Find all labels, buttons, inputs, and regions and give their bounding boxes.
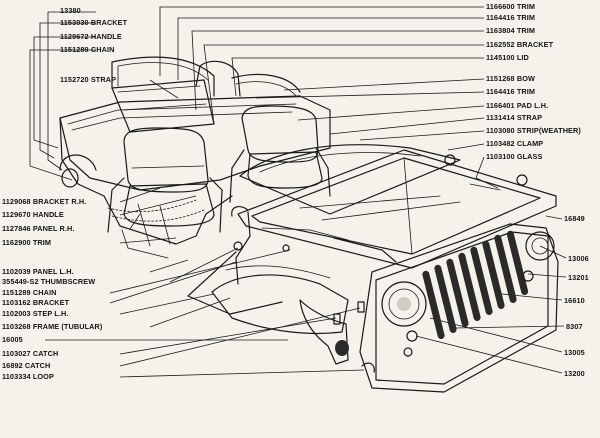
callout-1163804-trim: 1163804 TRIM bbox=[486, 26, 536, 35]
callout-1164416-trim-top: 1164416 TRIM bbox=[486, 13, 536, 22]
callout-13201: 13201 bbox=[568, 273, 589, 282]
callout-1103100-glass: 1103100 GLASS bbox=[486, 152, 543, 161]
callout-1103482-clamp: 1103482 CLAMP bbox=[486, 139, 544, 148]
callout-1131414-strap: 1131414 STRAP bbox=[486, 113, 543, 122]
callout-1102039-panel-lh: 1102039 PANEL L.H. bbox=[2, 267, 74, 276]
right-headlight bbox=[525, 231, 555, 261]
callout-1129672-handle: 1129672 HANDLE bbox=[60, 32, 122, 41]
callout-13380: 13380 bbox=[60, 6, 81, 15]
windshield-assembly bbox=[231, 149, 557, 269]
callout-1151289-chain-bottom: 1151289 CHAIN bbox=[2, 288, 57, 297]
callout-16892-catch: 16892 CATCH bbox=[2, 361, 51, 370]
callout-1127846-panel-rh: 1127846 PANEL R.H. bbox=[2, 224, 75, 233]
grille-slots bbox=[422, 230, 529, 339]
callout-1129670-handle: 1129670 HANDLE bbox=[2, 210, 64, 219]
rear-body-tub bbox=[59, 95, 331, 259]
callout-1162900-trim: 1162900 TRIM bbox=[2, 238, 52, 247]
left-headlight bbox=[381, 281, 427, 327]
callout-1129068-bracket-rh: 1129068 BRACKET R.H. bbox=[2, 197, 87, 206]
callout-1164416-trim-lower: 1164416 TRIM bbox=[486, 87, 536, 96]
callout-1103334-loop: 1103334 LOOP bbox=[2, 372, 54, 381]
callout-8307: 8307 bbox=[566, 322, 583, 331]
callout-1166401-pad-lh: 1166401 PAD L.H. bbox=[486, 101, 549, 110]
callout-1153030-bracket: 1153030 BRACKET bbox=[60, 18, 128, 27]
callout-1151289-chain-top: 1151289 CHAIN bbox=[60, 45, 115, 54]
callout-1103080-strip-weather: 1103080 STRIP(WEATHER) bbox=[486, 126, 581, 135]
right-front-seat bbox=[229, 105, 331, 203]
right-leader-lines bbox=[159, 6, 567, 374]
callout-13006: 13006 bbox=[568, 254, 589, 263]
callout-13200: 13200 bbox=[564, 369, 585, 378]
callout-1145100-lid: 1145100 LID bbox=[486, 53, 529, 62]
callout-16610: 16610 bbox=[564, 296, 585, 305]
callout-355449-thumbscrew: 355449-S2 THUMBSCREW bbox=[2, 277, 96, 286]
callout-16849: 16849 bbox=[564, 214, 585, 223]
callout-1162552-bracket: 1162552 BRACKET bbox=[486, 40, 554, 49]
callout-1152720-strap: 1152720 STRAP bbox=[60, 75, 117, 84]
left-front-seat bbox=[107, 127, 223, 233]
callout-16005: 16005 bbox=[2, 335, 23, 344]
hood bbox=[187, 144, 461, 315]
callout-1103027-catch: 1103027 CATCH bbox=[2, 349, 59, 358]
callout-1103268-frame-tubular: 1103268 FRAME (TUBULAR) bbox=[2, 322, 103, 331]
rear-seat-back bbox=[111, 79, 215, 133]
small-hardware bbox=[233, 241, 375, 373]
callout-1151268-bow: 1151268 BOW bbox=[486, 74, 535, 83]
callout-1102003-step-lh: 1102003 STEP L.H. bbox=[2, 309, 69, 318]
callout-1166600-trim: 1166600 TRIM bbox=[486, 2, 536, 11]
top-bows bbox=[111, 56, 301, 97]
front-fender bbox=[211, 274, 349, 365]
callout-13005: 13005 bbox=[564, 348, 585, 357]
callout-1103162-bracket: 1103162 BRACKET bbox=[2, 298, 70, 307]
